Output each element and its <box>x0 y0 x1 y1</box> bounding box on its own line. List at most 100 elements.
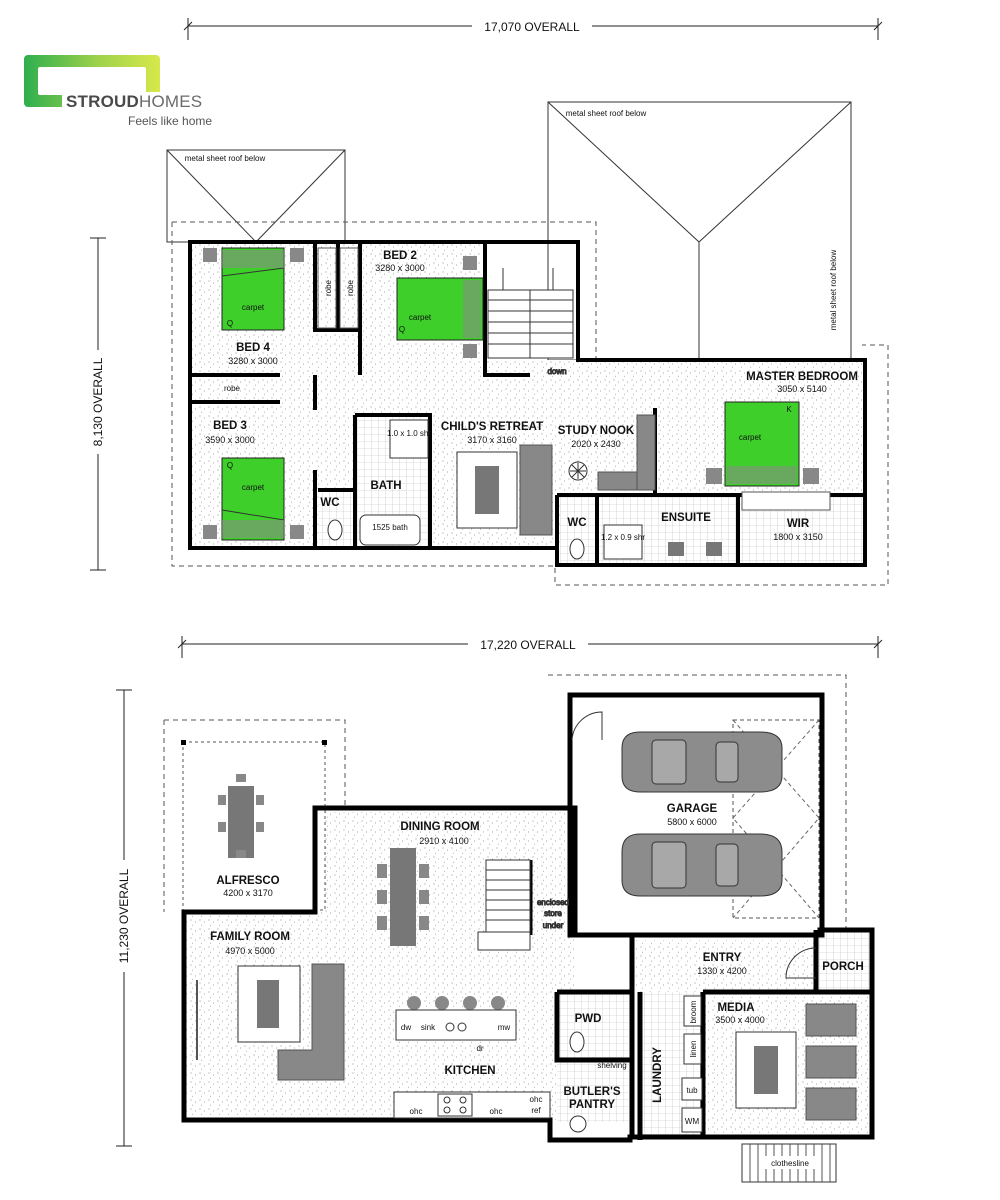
ground-eaves-line <box>163 674 847 933</box>
upper-depth-label: 8,130 OVERALL <box>91 357 105 446</box>
cooktop-icon <box>437 1093 473 1117</box>
ground-width-dimension: 17,220 OVERALL <box>177 636 883 658</box>
ground-width-label: 17,220 OVERALL <box>480 638 576 652</box>
ground-depth-label: 11,230 OVERALL <box>117 868 131 963</box>
bed3-q-note: Q <box>227 461 233 470</box>
dining-table <box>390 848 416 946</box>
island-sink: sink <box>421 1023 436 1032</box>
wir-size: 1800 x 3150 <box>773 532 823 542</box>
island-mw: mw <box>498 1023 511 1032</box>
bed4-name: BED 4 <box>236 342 270 354</box>
roof-left-label: metal sheet roof below <box>185 154 266 163</box>
dining-room: DINING ROOM 2910 x 4100 <box>377 821 480 946</box>
ensuite-name: ENSUITE <box>661 512 711 524</box>
kitchen-name: KITCHEN <box>444 1065 495 1077</box>
kitchen-island <box>395 1009 517 1041</box>
bed2-carpet-note: carpet <box>409 313 432 322</box>
pantry-name-line-2: PANTRY <box>569 1099 615 1111</box>
retreat-size: 3170 x 3160 <box>467 435 517 445</box>
bench-ohc-3: ohc <box>530 1095 543 1104</box>
porch-name: PORCH <box>822 961 864 973</box>
upper-depth-dimension: 8,130 OVERALL <box>90 237 106 571</box>
brand-logo: STROUDHOMES Feels like home <box>24 55 244 135</box>
bed4-robe: robe <box>324 279 333 296</box>
upper-eaves-line <box>171 221 889 586</box>
childs-retreat: CHILD'S RETREAT 3170 x 3160 <box>441 421 553 536</box>
alfresco-table <box>228 786 254 858</box>
alfresco-name: ALFRESCO <box>216 875 279 887</box>
pantry-shelving: shelving <box>597 1061 626 1070</box>
bed4-size: 3280 x 3000 <box>228 356 278 366</box>
dining-name: DINING ROOM <box>400 821 479 833</box>
ground-floor: 17,220 OVERALL 11,230 OVERALL <box>116 636 883 1183</box>
entry-name: ENTRY <box>703 952 742 964</box>
study-name: STUDY NOOK <box>558 425 635 437</box>
brand-tagline: Feels like home <box>128 114 213 128</box>
car-1-icon <box>621 731 783 793</box>
powder-pantry: PWD shelving BUTLER'S PANTRY <box>563 1013 627 1133</box>
ground-depth-dimension: 11,230 OVERALL <box>116 689 132 1147</box>
store-line-3: under <box>543 921 564 930</box>
ground-walls <box>181 805 875 1143</box>
garage: GARAGE 5800 x 6000 <box>567 692 825 938</box>
laundry-wm: WM <box>685 1117 700 1126</box>
family-name: FAMILY ROOM <box>210 931 290 943</box>
garage-name: GARAGE <box>667 803 718 815</box>
wc1-name: WC <box>320 497 339 509</box>
store-line-1: enclosed <box>537 898 569 907</box>
roof-right: metal sheet roof below metal sheet roof … <box>547 101 852 361</box>
bed2-name: BED 2 <box>383 250 417 262</box>
recliner-1-icon <box>805 1003 857 1037</box>
study-nook: STUDY NOOK 2020 x 2430 <box>558 414 656 491</box>
island-dw: dw <box>401 1023 411 1032</box>
study-size: 2020 x 2430 <box>571 439 621 449</box>
bathtub-note: 1525 bath <box>372 523 408 532</box>
master-carpet-note: carpet <box>739 433 762 442</box>
stairs-down-label: down <box>547 367 566 376</box>
master-name: MASTER BEDROOM <box>746 371 858 383</box>
bath-name: BATH <box>370 480 401 492</box>
roof-side-label: metal sheet roof below <box>829 250 838 331</box>
alfresco-size: 4200 x 3170 <box>223 888 273 898</box>
laundry-name: LAUNDRY <box>652 1047 664 1103</box>
bed2-room: robe carpet Q BED 2 3280 x 3000 <box>339 247 484 358</box>
entry-porch: ENTRY 1330 x 4200 PORCH <box>697 947 864 979</box>
laundry-tub: tub <box>686 1086 698 1095</box>
master-k-note: K <box>786 405 792 414</box>
bench-ohc-2: ohc <box>490 1107 503 1116</box>
ensuite-shower <box>603 524 643 560</box>
clothesline: clothesline <box>741 1143 837 1183</box>
bed4-carpet-note: carpet <box>242 303 265 312</box>
bed3-carpet-note: carpet <box>242 483 265 492</box>
family-table <box>257 980 279 1028</box>
master-size: 3050 x 5140 <box>777 384 827 394</box>
media-name: MEDIA <box>717 1002 754 1014</box>
family-room: FAMILY ROOM 4970 x 5000 <box>196 931 345 1081</box>
roof-left: metal sheet roof below <box>166 149 346 243</box>
upper-floor: 17,070 OVERALL 8,130 OVERALL metal sheet… <box>90 18 889 586</box>
retreat-table <box>475 466 499 514</box>
bed4-q-note: Q <box>227 319 233 328</box>
bench-ohc-1: ohc <box>410 1107 423 1116</box>
recliner-3-icon <box>805 1087 857 1121</box>
bed3-name: BED 3 <box>213 420 247 432</box>
bath-area: WC BATH 1525 bath 1.0 x 1.0 shr <box>320 419 431 546</box>
media-room: MEDIA 3500 x 4000 <box>715 1002 857 1121</box>
media-table <box>754 1046 778 1094</box>
store-line-2: store <box>544 909 562 918</box>
family-rug <box>237 965 301 1043</box>
garage-size: 5800 x 6000 <box>667 817 717 827</box>
retreat-name: CHILD'S RETREAT <box>441 421 543 433</box>
pantry-sink-icon <box>569 1115 587 1133</box>
upper-width-dimension: 17,070 OVERALL <box>183 18 883 40</box>
upper-width-label: 17,070 OVERALL <box>484 20 580 34</box>
pwd-name: PWD <box>575 1013 602 1025</box>
wc2-name: WC <box>567 517 586 529</box>
kitchen: dw sink mw dr KITCHEN ohc ohc ohc ref <box>393 996 551 1119</box>
family-sofa <box>277 963 345 1081</box>
master-bedroom: MASTER BEDROOM 3050 x 5140 carpet K <box>706 371 858 487</box>
recliner-2-icon <box>805 1045 857 1079</box>
bed4-room: carpet Q BED 4 3280 x 3000 robe <box>203 247 337 366</box>
family-size: 4970 x 5000 <box>225 946 275 956</box>
